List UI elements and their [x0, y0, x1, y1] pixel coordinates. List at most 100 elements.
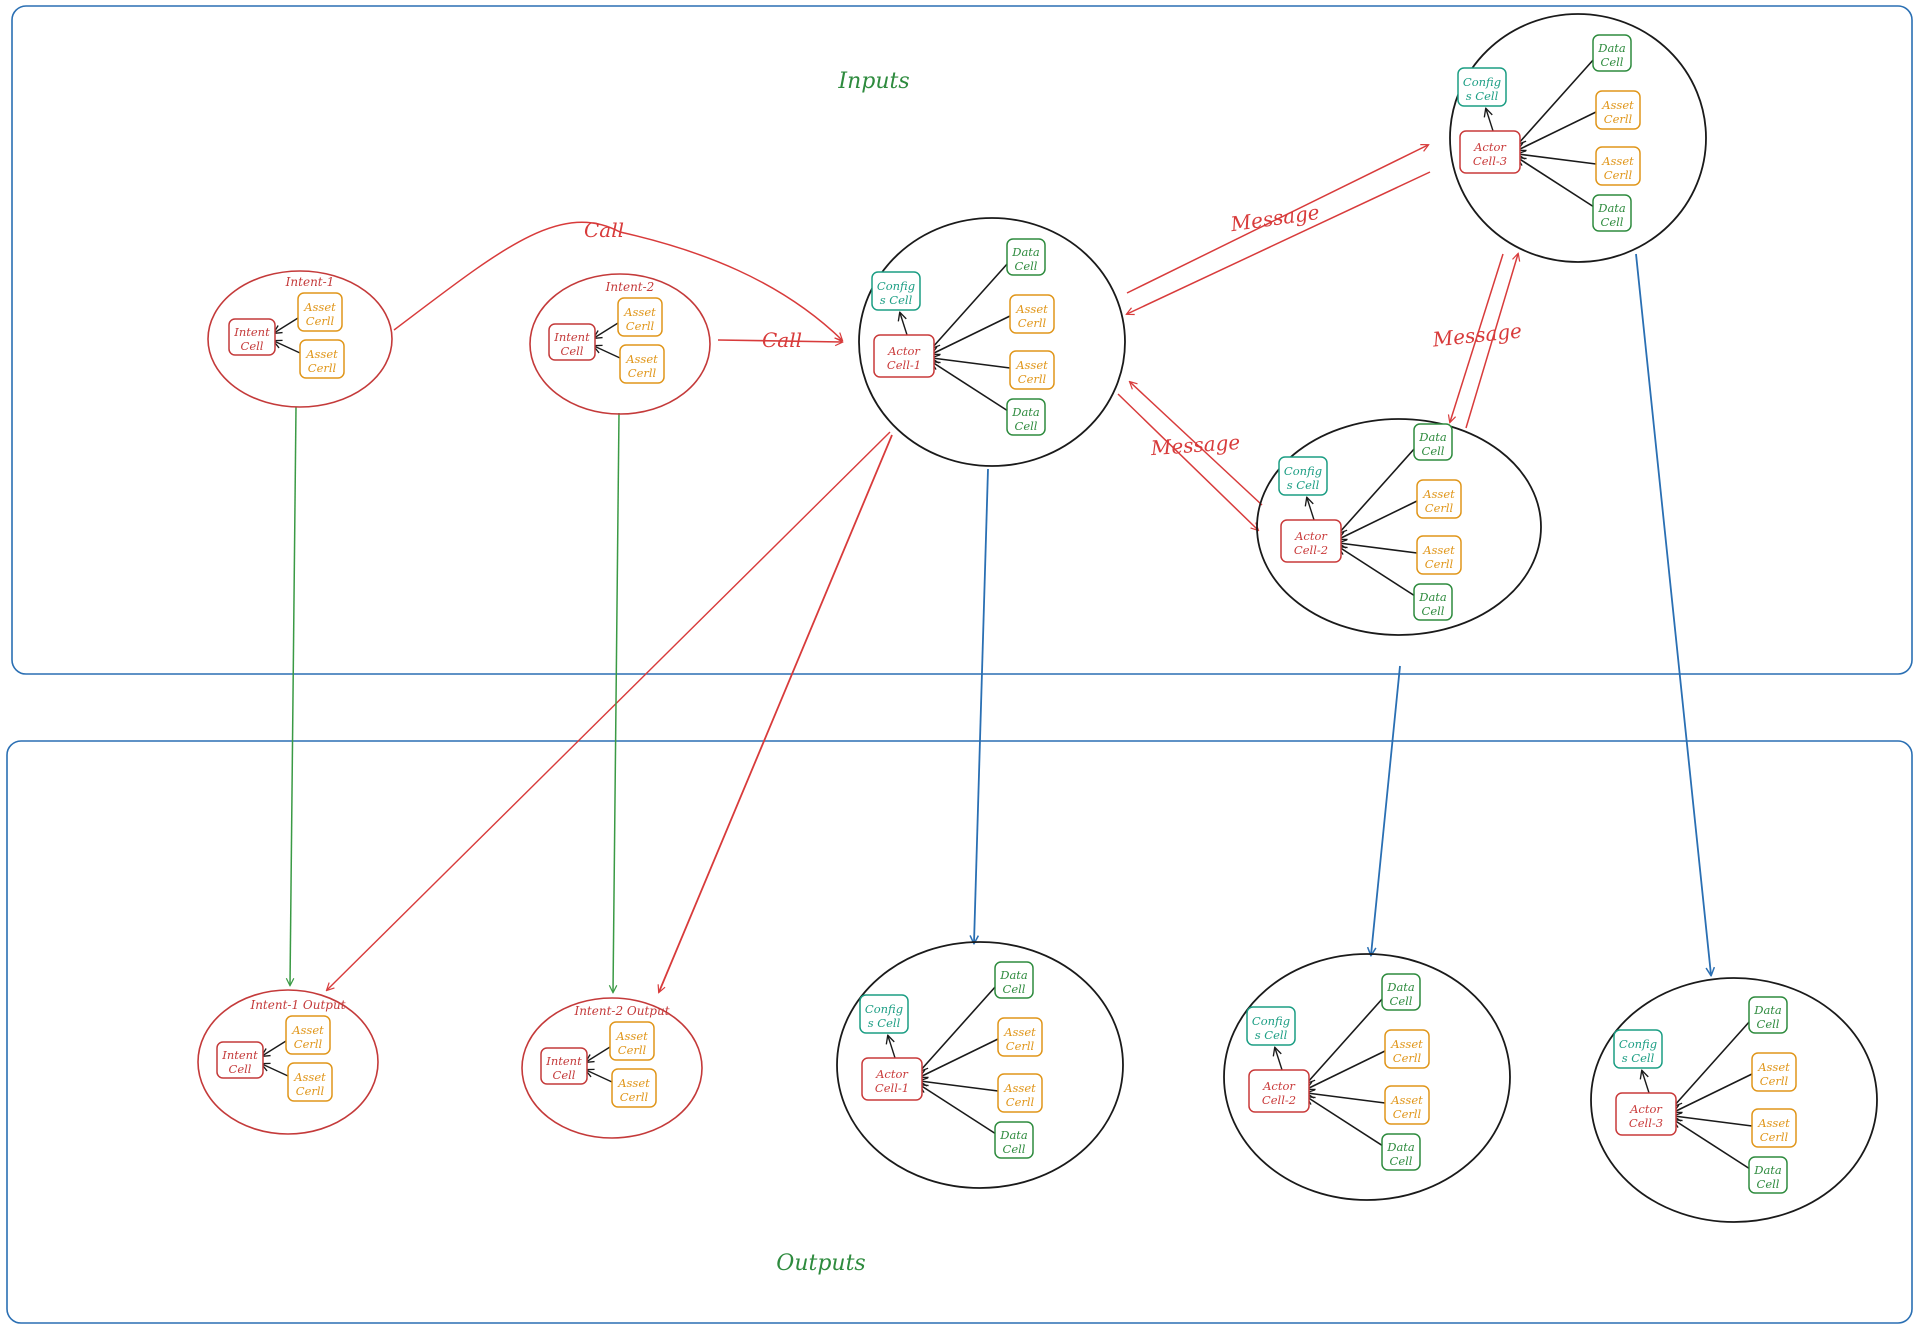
output-actor-1-asset-cell-top-box	[997, 1017, 1043, 1057]
input-actor-3-edge-config	[1486, 109, 1495, 135]
output-intent-2-intent-cell-label-line: Cell	[553, 1068, 576, 1082]
input-actor-2-edge-asset-bottom	[1339, 543, 1418, 554]
input-intent-1-asset-cell-top-label-line: Asset	[303, 300, 336, 314]
output-edge-actor-1-to-intent-2	[659, 434, 893, 992]
output-intent-1-intent-cell-label-line: Cell	[229, 1062, 252, 1076]
output-intent-1-intent-cell-box	[216, 1041, 264, 1079]
output-intent-2-asset-cell-top-box	[609, 1021, 655, 1061]
output-actor-3-data-cell-top-label-line: Cell	[1757, 1017, 1780, 1031]
output-actor-3-edge-data-bottom	[1674, 1120, 1751, 1170]
output-intent-1-asset-cell-bottom-label-line: Asset	[293, 1070, 326, 1084]
input-actor-3-edge-asset-top	[1518, 111, 1597, 150]
input-actor-3-edge-data-top	[1518, 58, 1595, 144]
output-actor-3-configs-cell-label-line: Config	[1619, 1037, 1657, 1051]
edge-label-message-2: Message	[1431, 318, 1523, 351]
input-actor-1-asset-cell-top-label-line: Cerll	[1018, 316, 1047, 330]
inputs-title: Inputs	[837, 69, 909, 94]
inputs-frame	[11, 5, 1913, 675]
output-intent-2-edge-asset-bottom	[586, 1070, 613, 1083]
edge-label-call-1: Call	[584, 218, 624, 242]
input-actor-3-ellipse	[1449, 13, 1707, 263]
output-actor-2-asset-cell-bottom-label-line: Asset	[1390, 1093, 1423, 1107]
input-actor-3-asset-cell-bottom-label-line: Asset	[1601, 154, 1634, 168]
input-actor-2-actor-cell-label-line: Actor	[1294, 529, 1328, 543]
input-intent-2-asset-cell-top-label-line: Cerll	[626, 319, 655, 333]
input-intent-1-intent-cell-label-line: Cell	[241, 339, 264, 353]
input-actor-2-asset-cell-top-label-line: Cerll	[1425, 501, 1454, 515]
input-actor-1-configs-cell-label-line: Config	[877, 279, 915, 293]
input-actor-2-data-cell-bottom-label-line: Data	[1418, 590, 1447, 604]
output-intent-2-ellipse	[521, 997, 703, 1139]
input-actor-1-edge-asset-top	[932, 315, 1011, 354]
input-actor-2-data-cell-top-label-line: Cell	[1422, 444, 1445, 458]
output-actor-3-asset-cell-bottom-label-line: Cerll	[1760, 1130, 1789, 1144]
input-actor-3-asset-cell-bottom-box	[1595, 146, 1641, 186]
input-actor-3-asset-cell-bottom-label-line: Cerll	[1604, 168, 1633, 182]
output-actor-1-data-cell-bottom-box	[994, 1121, 1034, 1159]
input-intent-2-intent-cell-label-line: Intent	[553, 330, 590, 344]
input-actor-2-data-cell-top-box	[1413, 423, 1453, 461]
input-actor-3-edge-asset-bottom	[1518, 154, 1597, 165]
outputs-title: Outputs	[776, 1251, 865, 1276]
input-actor-1-asset-cell-bottom-box	[1009, 350, 1055, 390]
output-intent-1-asset-cell-top-label-line: Cerll	[294, 1037, 323, 1051]
input-actor-1-data-cell-bottom-label-line: Cell	[1015, 419, 1038, 433]
output-actor-2-edge-asset-bottom	[1307, 1093, 1386, 1104]
input-actor-2-data-cell-top-label-line: Data	[1418, 430, 1447, 444]
input-actor-2-asset-cell-bottom-box	[1416, 535, 1462, 575]
output-actor-1-data-cell-top-label-line: Cell	[1003, 982, 1026, 996]
output-actor-1-edge-data-bottom	[920, 1085, 997, 1135]
input-actor-1-configs-cell-box	[871, 271, 921, 311]
output-intent-2-intent-cell-box	[540, 1047, 588, 1085]
edge-layer	[290, 145, 1711, 992]
output-intent-2-edge-asset-top	[586, 1046, 611, 1062]
output-actor-2-data-cell-top-label-line: Cell	[1390, 994, 1413, 1008]
input-intent-1-asset-cell-bottom-label-line: Asset	[305, 347, 338, 361]
input-intent-2-asset-cell-top-label-line: Asset	[623, 305, 656, 319]
input-actor-3-data-cell-top-box	[1592, 34, 1632, 72]
output-actor-2-data-cell-bottom-box	[1381, 1133, 1421, 1171]
output-actor-1-configs-cell-box	[859, 994, 909, 1034]
output-actor-1-asset-cell-bottom-box	[997, 1073, 1043, 1113]
input-intent-2-intent-cell-label-line: Cell	[561, 344, 584, 358]
input-intent-2-ellipse	[529, 273, 711, 415]
output-actor-3-configs-cell-label-line: s Cell	[1622, 1051, 1655, 1065]
output-actor-2-actor-cell-label-line: Cell-2	[1262, 1093, 1296, 1107]
output-actor-3-asset-cell-bottom-box	[1751, 1108, 1797, 1148]
output-actor-2-configs-cell-label-line: s Cell	[1255, 1028, 1288, 1042]
output-actor-3-edge-asset-top	[1674, 1073, 1753, 1112]
output-actor-3-asset-cell-top-label-line: Asset	[1757, 1060, 1790, 1074]
output-actor-2-data-cell-top-label-line: Data	[1386, 980, 1415, 994]
output-intent-1-edge-asset-bottom	[262, 1064, 289, 1077]
message-edge-3-to-2	[1450, 253, 1504, 422]
input-intent-2-asset-cell-bottom-box	[619, 344, 665, 384]
output-actor-2-asset-cell-bottom-box	[1384, 1085, 1430, 1125]
input-actor-1-asset-cell-top-label-line: Asset	[1015, 302, 1048, 316]
input-actor-1-actor-cell-label-line: Cell-1	[887, 358, 921, 372]
input-actor-3-actor-cell-label-line: Cell-3	[1473, 154, 1507, 168]
input-intent-1-asset-cell-bottom-box	[299, 339, 345, 379]
output-actor-2-actor-cell-box	[1248, 1069, 1310, 1113]
input-actor-1-asset-cell-bottom-label-line: Cerll	[1018, 372, 1047, 386]
output-edge-intent-2	[613, 412, 620, 992]
output-actor-2-asset-cell-top-box	[1384, 1029, 1430, 1069]
output-intent-1-ellipse	[197, 989, 379, 1135]
